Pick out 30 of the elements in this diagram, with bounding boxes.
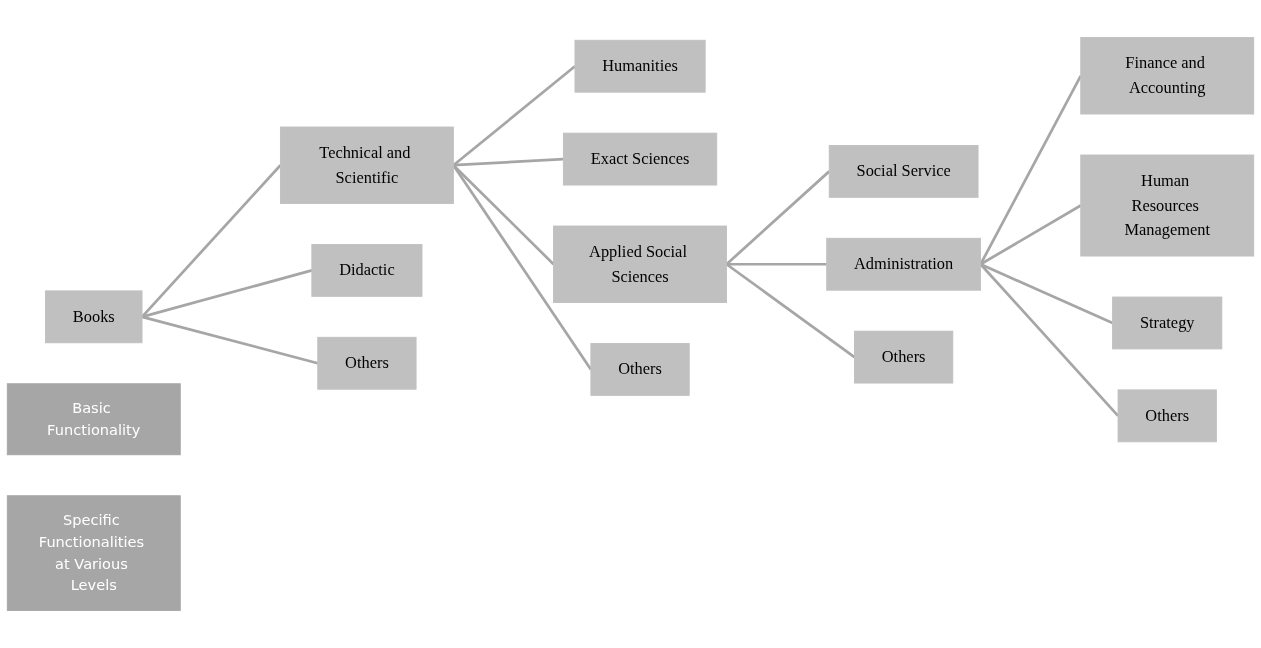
node-box: Technical and Scientific — [279, 126, 454, 204]
node-box: Exact Sciences — [562, 132, 718, 186]
connector — [725, 170, 831, 266]
node-box: Books — [45, 290, 143, 344]
node-box: Administration — [826, 237, 982, 291]
node-box: Humanities — [574, 39, 706, 93]
connector — [979, 204, 1082, 266]
connector — [141, 315, 319, 365]
node-box: Others — [1117, 389, 1217, 443]
node-box: Strategy — [1112, 296, 1223, 350]
node-box: Finance and Accounting — [1080, 37, 1255, 115]
node-box: Applied Social Sciences — [553, 225, 727, 303]
connector — [452, 65, 576, 167]
node-box: Didactic — [311, 244, 423, 297]
node-box: Others — [854, 330, 954, 384]
node-box: Others — [317, 336, 417, 390]
connector — [725, 263, 856, 359]
connector — [452, 164, 555, 266]
connector — [980, 263, 1114, 325]
connector — [979, 75, 1082, 265]
connector — [141, 164, 282, 318]
connector — [726, 262, 827, 266]
node-box: Social Service — [828, 144, 979, 198]
node-box: Basic Functionality — [6, 383, 181, 456]
connector — [453, 157, 564, 167]
connector — [979, 263, 1120, 417]
node-box: Human Resources Management — [1080, 154, 1255, 257]
node-box: Specific Functionalities at Various Levels — [6, 495, 181, 611]
connector — [141, 269, 313, 319]
node-box: Others — [590, 343, 690, 396]
